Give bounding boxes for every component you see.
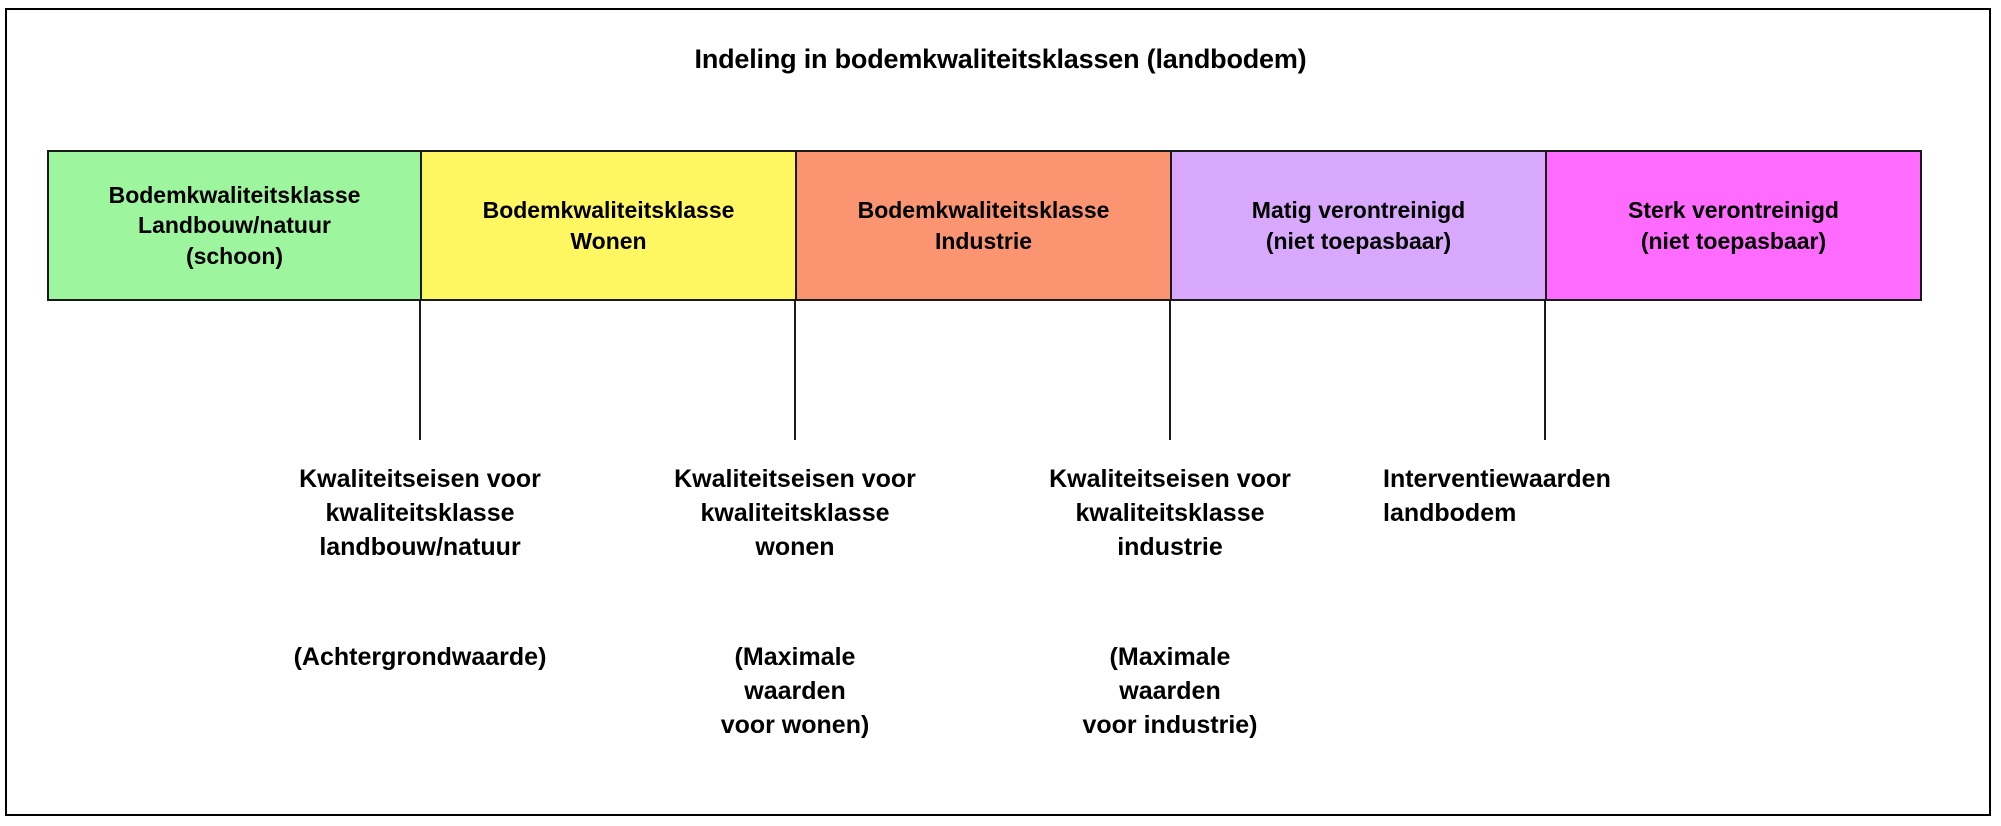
caption-interventiewaarden: Interventiewaarden landbodem xyxy=(1383,465,1611,527)
segment-label-landbouw-natuur: Bodemkwaliteitsklasse Landbouw/natuur (s… xyxy=(108,181,361,269)
caption-landbouw-natuur: Kwaliteitseisen voor kwaliteitsklasse la… xyxy=(299,465,541,561)
segment-landbouw-natuur: Bodemkwaliteitsklasse Landbouw/natuur (s… xyxy=(49,152,422,299)
segment-matig-verontreinigd: Matig verontreinigd (niet toepasbaar) xyxy=(1172,152,1547,299)
caption-industrie: Kwaliteitseisen voor kwaliteitsklasse in… xyxy=(1049,465,1291,561)
connector-line-industrie xyxy=(1169,301,1171,440)
page-title: Indeling in bodemkwaliteitsklassen (land… xyxy=(694,44,1307,74)
connector-line-landbouw-natuur xyxy=(419,301,421,440)
connector-line-wonen xyxy=(794,301,796,440)
connector-line-interventiewaarden xyxy=(1544,301,1546,440)
bodemkwaliteitsklassen-bar: Bodemkwaliteitsklasse Landbouw/natuur (s… xyxy=(47,150,1922,301)
segment-label-matig-verontreinigd: Matig verontreinigd (niet toepasbaar) xyxy=(1251,197,1466,254)
caption-sub-landbouw-natuur: (Achtergrondwaarde) xyxy=(293,643,547,671)
segment-label-sterk-verontreinigd: Sterk verontreinigd (niet toepasbaar) xyxy=(1628,197,1839,254)
caption-sub-wonen: (Maximale waarden voor wonen) xyxy=(720,643,870,739)
segment-sterk-verontreinigd: Sterk verontreinigd (niet toepasbaar) xyxy=(1547,152,1920,299)
segment-wonen: Bodemkwaliteitsklasse Wonen xyxy=(422,152,797,299)
segment-label-industrie: Bodemkwaliteitsklasse Industrie xyxy=(857,197,1110,254)
diagram-outer-frame xyxy=(5,8,1991,816)
caption-wonen: Kwaliteitseisen voor kwaliteitsklasse wo… xyxy=(674,465,916,561)
segment-industrie: Bodemkwaliteitsklasse Industrie xyxy=(797,152,1172,299)
caption-sub-industrie: (Maximale waarden voor industrie) xyxy=(1082,643,1258,739)
segment-label-wonen: Bodemkwaliteitsklasse Wonen xyxy=(482,197,735,254)
